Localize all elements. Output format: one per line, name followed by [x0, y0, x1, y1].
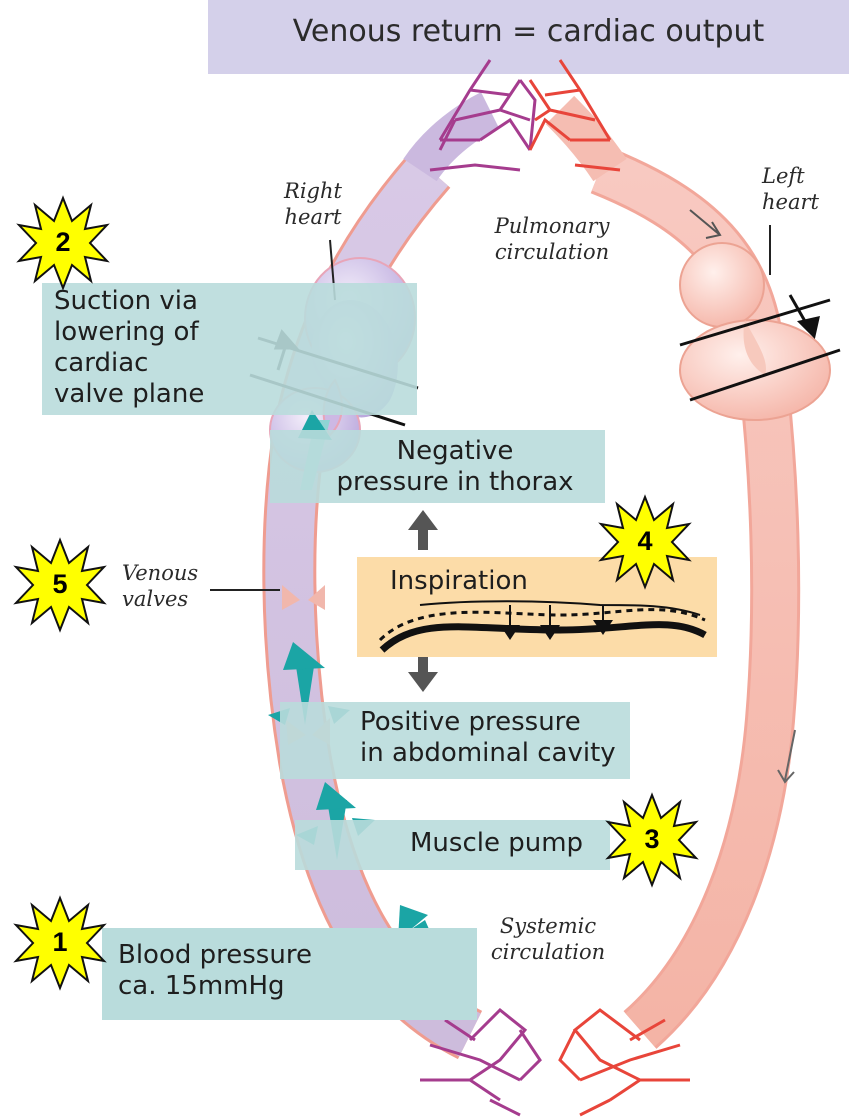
- suction-line-2: lowering of: [54, 317, 204, 348]
- suction-line-1: Suction via: [54, 286, 204, 317]
- muscle-pump-label: Muscle pump: [410, 828, 583, 859]
- systemic-label: Systemic circulation: [488, 913, 608, 965]
- left-heart-atrium: [680, 243, 764, 327]
- venous-valves-line-1: Venous: [122, 560, 198, 586]
- right-heart-line-1: Right: [278, 178, 348, 204]
- suction-label: Suction via lowering of cardiac valve pl…: [54, 286, 204, 410]
- badge-3: 3: [632, 824, 672, 855]
- suction-line-3: cardiac: [54, 348, 204, 379]
- pulmonary-line-1: Pulmonary: [482, 213, 622, 239]
- venous-valves-line-2: valves: [122, 586, 198, 612]
- blood-pressure-line-1: Blood pressure: [118, 940, 312, 971]
- blood-pressure-label: Blood pressure ca. 15mmHg: [118, 940, 312, 1002]
- badge-1: 1: [40, 927, 80, 958]
- negative-pressure-line-1: Negative: [300, 436, 610, 467]
- inspiration-label: Inspiration: [390, 566, 528, 597]
- left-heart-ventricle: [680, 320, 830, 420]
- pulmonary-line-2: circulation: [482, 239, 622, 265]
- blood-pressure-line-2: ca. 15mmHg: [118, 971, 312, 1002]
- left-heart-line-1: Left: [762, 163, 819, 189]
- pulmonary-label: Pulmonary circulation: [482, 213, 622, 265]
- left-heart-label: Left heart: [762, 163, 819, 215]
- left-heart-line-2: heart: [762, 189, 819, 215]
- right-heart-label: Right heart: [278, 178, 348, 230]
- venous-valves-label: Venous valves: [122, 560, 198, 612]
- systemic-line-1: Systemic: [488, 913, 608, 939]
- badge-2: 2: [43, 227, 83, 258]
- positive-pressure-label: Positive pressure in abdominal cavity: [360, 707, 616, 769]
- systemic-line-2: circulation: [488, 939, 608, 965]
- badge-4: 4: [625, 526, 665, 557]
- badge-5: 5: [40, 569, 80, 600]
- negative-pressure-line-2: pressure in thorax: [300, 467, 610, 498]
- right-heart-line-2: heart: [278, 204, 348, 230]
- negative-pressure-label: Negative pressure in thorax: [300, 436, 610, 498]
- suction-line-4: valve plane: [54, 379, 204, 410]
- positive-pressure-line-2: in abdominal cavity: [360, 738, 616, 769]
- positive-pressure-line-1: Positive pressure: [360, 707, 616, 738]
